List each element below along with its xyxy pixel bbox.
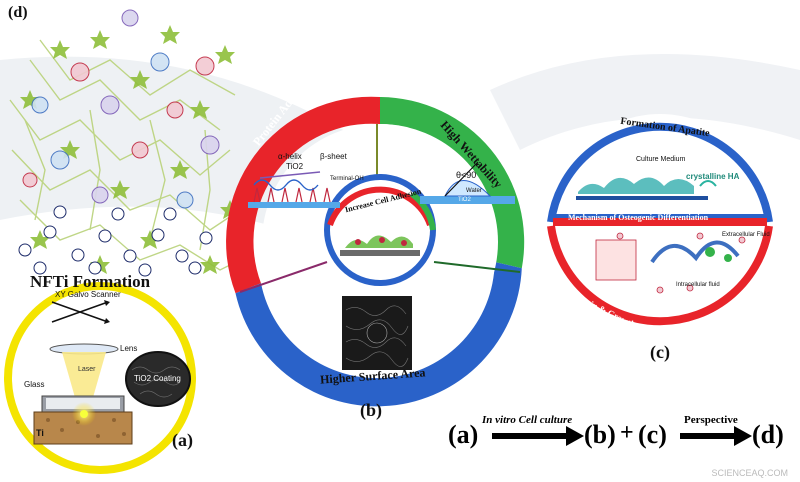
- panel-c-letter: (c): [650, 342, 670, 362]
- background-swoosh-right: [490, 54, 800, 150]
- alpha-helix-label: α-helix: [278, 152, 302, 161]
- panel-a-title: NFTi Formation: [30, 272, 151, 291]
- laser-spot-core: [80, 410, 88, 418]
- contact-angle-label: θ<90: [456, 170, 477, 180]
- tio2-protein-label: TiO2: [286, 162, 304, 171]
- ti-label: Ti: [36, 428, 44, 438]
- crystalline-ha-label: crystalline HA: [686, 172, 740, 181]
- panel-b-ring: [226, 96, 525, 407]
- panel-d-letter: (d): [8, 4, 28, 21]
- culture-medium-label: Culture Medium: [636, 156, 686, 163]
- flow-arrow2-label: Perspective: [684, 414, 738, 426]
- watermark: SCIENCEAQ.COM: [711, 468, 788, 478]
- panel-b-letter: (b): [360, 400, 382, 420]
- wettability-sketch: [420, 161, 515, 204]
- scanner-label: XY Galvo Scanner: [55, 290, 121, 299]
- coating-label: TiO2 Coating: [134, 374, 181, 383]
- glass-label: Glass: [24, 380, 45, 389]
- flow-d: (d): [752, 420, 784, 449]
- laser-label: Laser: [78, 366, 96, 373]
- beta-sheet-label: β-sheet: [320, 152, 347, 161]
- water-label: Water: [466, 188, 482, 194]
- sem-image: [342, 296, 412, 370]
- scaffold-network: [9, 9, 251, 277]
- cell-adhesion-sketch: [340, 235, 420, 256]
- mechanism-title: Mechanism of Osteogenic Differentiation: [568, 213, 709, 222]
- laser-beam: [62, 352, 106, 408]
- protein-adsorption-sketch: [248, 171, 340, 208]
- panel-a-letter: (a): [172, 430, 193, 450]
- intracellular-label: Intracellular fluid: [676, 282, 720, 288]
- flow-arrow1-label: In vitro Cell culture: [482, 414, 573, 426]
- flow-c: (c): [638, 420, 667, 449]
- flow-a: (a): [448, 420, 479, 449]
- extracellular-label: Extracellular Fluid: [722, 232, 770, 238]
- flow-b: (b): [584, 420, 616, 449]
- flow-plus: +: [620, 420, 634, 446]
- terminal-oh-label: Terminal-OH: [330, 176, 364, 182]
- scanner-arrows: [51, 301, 109, 323]
- scanner-arrowheads: [104, 300, 110, 324]
- lens-label: Lens: [120, 344, 138, 353]
- flow-arrows: [492, 426, 752, 446]
- panel-c-ring: [547, 114, 773, 334]
- tio2-wettability-label: TiO2: [458, 197, 471, 203]
